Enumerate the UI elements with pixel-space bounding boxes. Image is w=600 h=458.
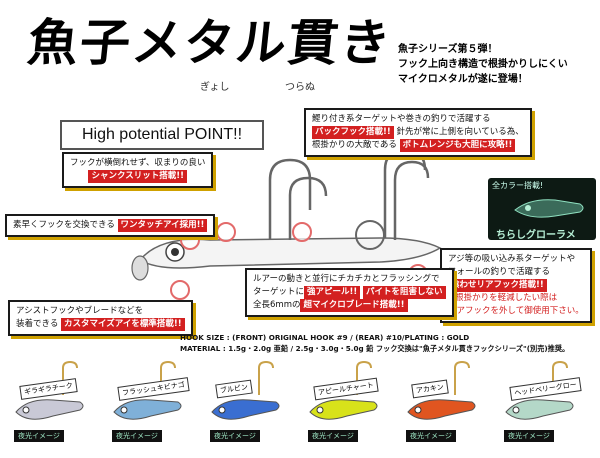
micro-blade <box>131 255 149 281</box>
rear-hook-2 <box>393 160 430 240</box>
lure-glow-label: 夜光イメージ <box>14 430 64 442</box>
lure-hook <box>552 360 568 395</box>
callout-one-touch-eye: 素早くフックを交換できる ワンタッチアイ採用!! <box>5 214 216 237</box>
callout-highlight: シャンクスリット搭載!! <box>88 170 187 183</box>
callout-custom-eye: アシストフックやブレードなどを 装着できる カスタマイズアイを標準搭載!! <box>8 300 193 336</box>
lure-hook <box>356 360 372 395</box>
lure-body <box>113 399 182 420</box>
lure-image <box>505 360 574 420</box>
callout-line: 針先が常に上側を向いている為、 <box>396 127 524 137</box>
lure-glow-label: 夜光イメージ <box>112 430 162 442</box>
intro-line: マイクロメタルが遂に登場！ <box>398 74 528 85</box>
lure-color-item: アピールチャート夜光イメージ <box>302 360 382 455</box>
intro-line: フック上向き構造で根掛かりしにくい <box>398 59 568 70</box>
lure-image <box>113 360 182 420</box>
callout-highlight: 超マイクロブレード搭載!! <box>300 299 408 312</box>
callout-line: ターゲットに <box>253 287 305 297</box>
lure-eye <box>218 406 226 414</box>
callout-rear-hook: アジ等の吸い込み系ターゲットや フォールの釣りで活躍する 喰わせリアフック搭載!… <box>440 248 592 323</box>
callout-line: アシストフックやブレードなどを <box>16 306 144 316</box>
callout-line: 全長6mmの <box>253 300 301 310</box>
front-hook-2 <box>288 176 328 240</box>
lure-color-item: ギラギラチーク夜光イメージ <box>8 360 88 455</box>
title-ruby-right: つらぬ <box>285 82 315 93</box>
callout-highlight: ワンタッチアイ採用!! <box>117 219 208 232</box>
glow-label: 全カラー搭載! <box>492 181 544 190</box>
lure-illustration <box>131 148 442 281</box>
callout-highlight: カスタマイズアイを標準搭載!! <box>61 318 185 331</box>
callout-highlight: 喰わせリアフック搭載!! <box>448 279 547 292</box>
lure-eye-pupil <box>171 248 179 256</box>
hotspot-marker <box>292 222 312 242</box>
callout-highlight: バックフック搭載!! <box>312 126 394 139</box>
callout-line: 素早くフックを交換できる <box>13 220 115 230</box>
lure-image <box>211 360 280 420</box>
hotspot-marker <box>170 280 190 300</box>
intro-text: 魚子シリーズ第５弾！ フック上向き構造で根掛かりしにくい マイクロメタルが遂に登… <box>398 42 598 87</box>
spec-line-material: MATERIAL : 1.5g・2.0g 亜鉛 / 2.5g・3.0g・5.0g… <box>180 344 570 353</box>
lure-eye <box>316 406 324 414</box>
lure-body <box>211 399 280 420</box>
lure-image <box>309 360 378 420</box>
lure-body <box>407 399 476 420</box>
lure-eye <box>512 406 520 414</box>
lure-eye <box>120 406 128 414</box>
callout-line: 鰹り付き系ターゲットや巻きの釣りで活躍する <box>312 114 491 124</box>
lure-image <box>15 360 84 420</box>
lure-color-item: アカキン夜光イメージ <box>400 360 480 455</box>
point-banner: High potential POINT!! <box>60 120 264 150</box>
spec-text: HOOK SIZE : (FRONT) ORIGINAL HOOK #9 / (… <box>180 332 595 354</box>
glow-title: ちらしグローラメ <box>496 230 576 241</box>
lure-hook <box>62 360 78 395</box>
lure-glow-label: 夜光イメージ <box>210 430 260 442</box>
lure-glow-label: 夜光イメージ <box>406 430 456 442</box>
intro-line: 魚子シリーズ第５弾！ <box>398 44 498 55</box>
callout-highlight: 強アピール!! <box>304 286 361 299</box>
callout-highlight: ボトムレンジも大胆に攻略!! <box>399 139 516 152</box>
callout-line: フックが横倒れせず、収まりの良い <box>70 158 206 168</box>
lure-glow-label: 夜光イメージ <box>308 430 358 442</box>
callout-micro-blade: ルアーの動きと並行にチカチカとフラッシングで ターゲットに強アピール!! パイト… <box>245 268 454 317</box>
lure-hook <box>258 360 274 395</box>
lure-hook <box>160 360 176 395</box>
lure-color-item: フラッシュキビナゴ夜光イメージ <box>106 360 190 455</box>
lure-body <box>505 399 574 420</box>
lure-hook <box>454 360 470 395</box>
spec-line-hook: HOOK SIZE : (FRONT) ORIGINAL HOOK #9 / (… <box>180 333 470 342</box>
callout-line: 根掛かりの大敵である <box>312 140 397 150</box>
callout-line: アジ等の吸い込み系ターゲットや <box>448 254 576 264</box>
callout-highlight: パイトを阻害しない <box>362 286 446 299</box>
lure-image <box>407 360 476 420</box>
callout-line: ルアーの動きと並行にチカチカとフラッシングで <box>253 274 440 284</box>
front-hook <box>268 158 312 240</box>
callout-back-hook: 鰹り付き系ターゲットや巻きの釣りで活躍する バックフック搭載!! 針先が常に上側… <box>304 108 532 157</box>
lure-glow-label: 夜光イメージ <box>504 430 554 442</box>
callout-line: フォールの釣りで活躍する <box>448 267 551 277</box>
lure-body <box>309 399 378 420</box>
lure-eye <box>22 406 30 414</box>
callout-note: リアフックを外して御使用下さい。 <box>448 306 584 316</box>
callout-line: 装着できる <box>16 319 59 329</box>
glow-lure-image <box>514 199 584 218</box>
callout-shank-slit: フックが横倒れせず、収まりの良い シャンクスリット搭載!! <box>62 152 214 188</box>
lure-color-item: ヘッドベリーグロー夜光イメージ <box>498 360 582 455</box>
lure-eye <box>414 406 422 414</box>
title-ruby-left: ぎょし <box>200 82 230 93</box>
product-title: 魚子メタル貫き <box>24 13 396 72</box>
lure-body <box>15 399 84 420</box>
callout-note: ※根掛かりを軽減したい際は <box>448 293 558 303</box>
hotspot-marker <box>216 222 236 242</box>
lure-color-item: ブルピン夜光イメージ <box>204 360 284 455</box>
